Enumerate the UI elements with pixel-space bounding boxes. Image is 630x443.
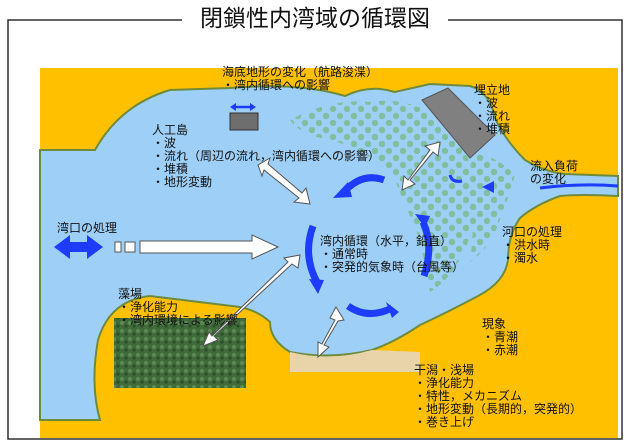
island-item-sediment: ・堆積 <box>152 162 189 176</box>
seaweed-arrow <box>202 254 301 347</box>
seaweed-heading: 藻場 <box>118 287 143 301</box>
tidal-flat-item-purification: ・浄化能力 <box>414 376 475 390</box>
gyre-bottom-head <box>386 302 399 318</box>
artificial-island-label: 人工島 ・波 ・流れ（周辺の流れ，湾内循環への影響） ・堆積 ・地形変動 <box>152 124 380 189</box>
white-double-arrows <box>202 141 441 359</box>
phenomena-heading: 現象 <box>482 317 507 331</box>
island-arrow <box>257 156 311 205</box>
river-mouth-label: 河口の処理 ・洪水時 ・濁水 <box>502 226 562 265</box>
tidal-flat-label: 干潟・浅場 ・浄化能力 ・特性，メカニズム ・地形変動（長期的，突発的） ・巻き… <box>414 364 582 429</box>
inflow-line-2: の変化 <box>530 172 567 186</box>
tidal-flat-heading: 干潟・浅場 <box>414 363 475 377</box>
bay-mouth-label: 湾口の処理 <box>57 221 118 235</box>
landfill-item-wave: ・波 <box>474 96 499 110</box>
circulation-heading: 湾内循環（水平，鉛直） <box>320 234 453 248</box>
gyre-right-head <box>415 214 430 228</box>
phenomena-item-red-tide: ・赤潮 <box>482 343 519 357</box>
landfill-heading: 埋立地 <box>474 83 511 97</box>
bubble-region-right <box>470 150 515 262</box>
tidal-flat-item-mechanism: ・特性，メカニズム <box>414 389 523 403</box>
circulation-item-normal: ・通常時 <box>320 247 369 261</box>
seaweed-item-influence: ・湾内環境による影響 <box>118 313 238 327</box>
seaweed-bed <box>114 318 246 388</box>
island-item-flow: ・流れ（周辺の流れ，湾内循環への影響） <box>152 149 381 163</box>
phenomena-label: 現象 ・青潮 ・赤潮 <box>482 318 518 357</box>
dredging-item: ・湾内循環への影響 <box>222 78 331 92</box>
bay-circulation-label: 湾内循環（水平，鉛直） ・通常時 ・突発的気象時（台風等） <box>320 235 464 274</box>
bay-mouth-arrow <box>139 234 280 260</box>
dredging-block <box>229 112 259 131</box>
bay-mouth-box-1 <box>114 241 122 253</box>
tidal-flat-item-resuspension: ・巻き上げ <box>414 415 475 429</box>
dredging-arrowhead-right <box>250 103 256 111</box>
island-heading: 人工島 <box>152 123 189 137</box>
bay-mouth-double-arrow <box>54 235 103 259</box>
tidal-flat-item-topography: ・地形変動（長期的，突発的） <box>414 402 583 416</box>
dredging-arrowhead-left <box>230 103 236 111</box>
island-item-topography: ・地形変動 <box>152 175 213 189</box>
gyre-arrowheads <box>309 182 430 318</box>
inflow-line-1: 流入負荷 <box>530 159 579 173</box>
gyre-left <box>305 224 322 286</box>
landfill-item-flow: ・流れ <box>474 109 511 123</box>
inflow-river <box>539 183 619 190</box>
dredging-label: 海底地形の変化（航路浚渫） ・湾内循環への影響 <box>222 66 378 92</box>
tidal-flat-arrow <box>317 306 345 359</box>
title-text: 閉鎖性内湾域の循環図 <box>182 6 448 32</box>
river-mouth-heading: 河口の処理 <box>502 225 563 239</box>
bay-mouth-box-2 <box>124 241 136 253</box>
phenomena-item-blue-tide: ・青潮 <box>482 330 519 344</box>
island-item-wave: ・波 <box>152 136 177 150</box>
small-curl-arrow <box>448 174 463 183</box>
river-mouth-item-turbid: ・濁水 <box>502 251 539 265</box>
landfill-label: 埋立地 ・波 ・流れ ・堆積 <box>474 84 510 136</box>
dredging-heading: 海底地形の変化（航路浚渫） <box>222 65 379 79</box>
gyre-bottom <box>345 303 394 317</box>
gyre-top-head <box>333 182 352 198</box>
landfill-item-sediment: ・堆積 <box>474 122 511 136</box>
gyre-left-head <box>309 279 324 294</box>
diagram-title: 閉鎖性内湾域の循環図 <box>0 4 630 34</box>
inflow-arrow <box>482 181 494 193</box>
tidal-flat <box>290 350 420 372</box>
inflow-label: 流入負荷 の変化 <box>530 160 578 186</box>
landfill-arrow <box>401 141 441 191</box>
seaweed-item-purification: ・浄化能力 <box>118 300 179 314</box>
circulation-item-sudden: ・突発的気象時（台風等） <box>320 260 465 274</box>
seaweed-bed-label: 藻場 ・浄化能力 ・湾内環境による影響 <box>118 288 238 327</box>
landfill-block <box>421 87 496 159</box>
river-mouth-item-flood: ・洪水時 <box>502 238 551 252</box>
